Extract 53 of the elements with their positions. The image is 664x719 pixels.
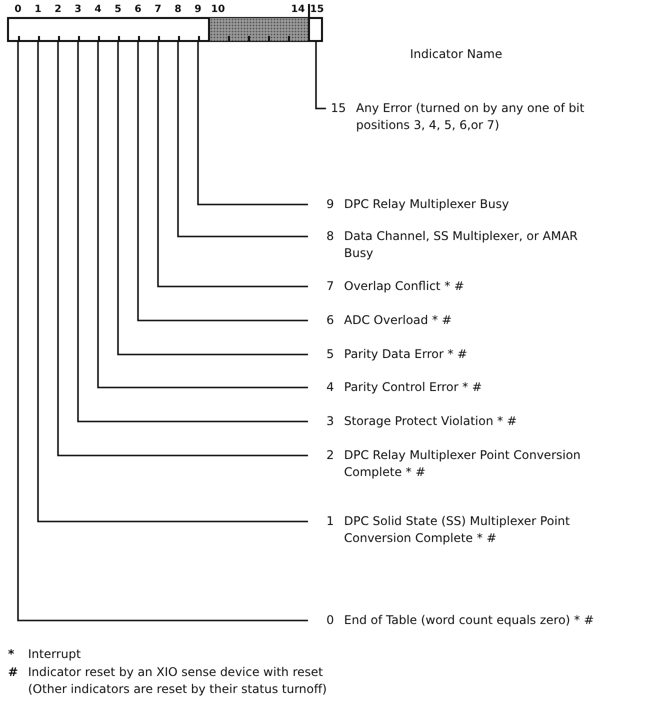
leader-line bbox=[157, 41, 308, 288]
leader-line bbox=[57, 41, 308, 456]
footnote-mark: # bbox=[8, 664, 18, 681]
bit-number: 4 bbox=[94, 4, 102, 16]
bit-number: 6 bbox=[325, 312, 334, 329]
leader-line bbox=[97, 41, 308, 388]
indicator-name: Parity Data Error * # bbox=[344, 346, 468, 363]
bit-number: 9 bbox=[194, 4, 202, 16]
bit-number: 5 bbox=[325, 346, 334, 363]
bit-number: 8 bbox=[325, 228, 334, 245]
bit-number: 10 bbox=[210, 4, 226, 16]
indicator-name: Parity Control Error * # bbox=[344, 379, 484, 396]
leader-line bbox=[197, 41, 308, 206]
indicator-name: Data Channel, SS Multiplexer, or AMAR Busy bbox=[344, 228, 579, 262]
indicator-name: Storage Protect Violation * # bbox=[344, 413, 518, 430]
footnote-mark: * bbox=[8, 646, 14, 663]
reserved-bit-field bbox=[208, 4, 308, 41]
leader-line bbox=[137, 41, 308, 322]
footnote-text: Indicator reset by an XIO sense device with reset (Other indicators are reset by their status turnoff) bbox=[28, 664, 328, 698]
leader-line bbox=[17, 41, 308, 622]
indicator-name: End of Table (word count equals zero) * # bbox=[344, 612, 595, 629]
bit-number: 0 bbox=[14, 4, 22, 16]
bit-number: 6 bbox=[134, 4, 142, 16]
indicator-name: DPC Relay Multiplexer Busy bbox=[344, 196, 510, 213]
indicator-name: DPC Relay Multiplexer Point Conversion Complete * # bbox=[344, 447, 582, 481]
bit-number: 8 bbox=[174, 4, 182, 16]
bit-number: 5 bbox=[114, 4, 122, 16]
leader-line bbox=[37, 41, 308, 522]
leader-line bbox=[315, 41, 326, 110]
bit-number: 2 bbox=[54, 4, 62, 16]
leader-line bbox=[177, 41, 308, 238]
bit-number: 15 bbox=[330, 100, 346, 117]
bit-number: 7 bbox=[325, 278, 334, 295]
bit-number: 15 bbox=[310, 4, 322, 16]
bit-number: 9 bbox=[325, 196, 334, 213]
footnote-text: Interrupt bbox=[28, 646, 81, 663]
leader-line bbox=[77, 41, 308, 422]
bit-number: 2 bbox=[325, 447, 334, 464]
indicator-name: Any Error (turned on by any one of bit positions 3, 4, 5, 6,or 7) bbox=[356, 100, 586, 134]
leader-line bbox=[117, 41, 308, 356]
indicator-name: ADC Overload * # bbox=[344, 312, 453, 329]
bit-number: 14 bbox=[290, 4, 306, 16]
bit-number: 1 bbox=[325, 513, 334, 530]
indicator-name: DPC Solid State (SS) Multiplexer Point Conversion Complete * # bbox=[344, 513, 571, 547]
indicator-name: Overlap Conflict * # bbox=[344, 278, 466, 295]
bit-number: 1 bbox=[34, 4, 42, 16]
bit-number: 4 bbox=[325, 379, 334, 396]
bit-number: 7 bbox=[154, 4, 162, 16]
column-heading: Indicator Name bbox=[410, 46, 502, 63]
bit-number: 0 bbox=[325, 612, 334, 629]
bit-cell bbox=[308, 4, 322, 41]
bit-number: 3 bbox=[325, 413, 334, 430]
bit-number: 3 bbox=[74, 4, 82, 16]
